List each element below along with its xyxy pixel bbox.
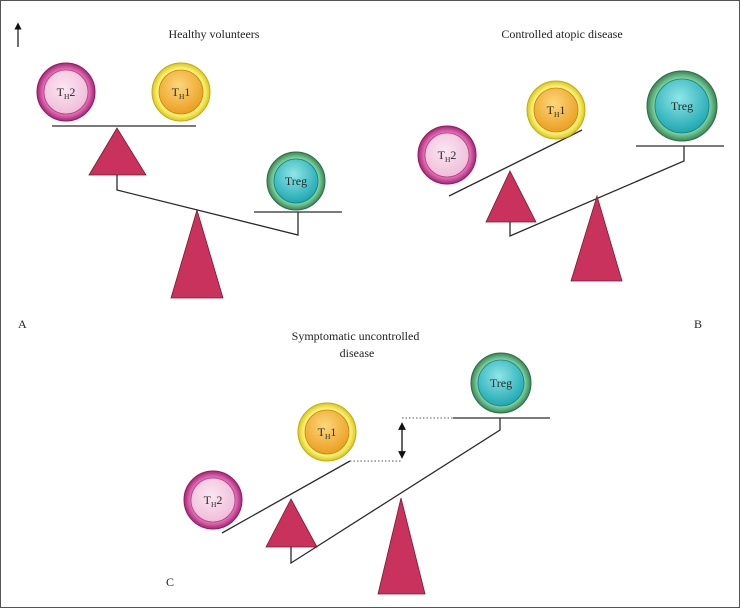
panel-a-large-fulcrum	[170, 208, 224, 299]
panel-c-upper-beam	[221, 460, 351, 534]
panel-b-title: Controlled atopic disease	[501, 27, 622, 41]
panel-b-large-fulcrum	[570, 194, 623, 282]
panel-c-letter: C	[166, 575, 174, 589]
panel-a-letter: A	[18, 317, 27, 331]
panel-c-title: Symptomatic uncontrolled disease	[292, 329, 423, 360]
panel-c-small-fulcrum	[265, 498, 318, 548]
panel-b-th1-label: TH1	[547, 103, 566, 119]
panel-c: Symptomatic uncontrolled disease C TH2 T…	[166, 329, 550, 595]
panel-b: Controlled atopic disease B TH2 TH1 Treg	[417, 27, 724, 331]
panel-c-th1-label: TH1	[318, 425, 337, 441]
panel-b-small-fulcrum	[485, 170, 537, 223]
panel-a-small-fulcrum	[88, 127, 147, 176]
panel-b-treg-label: Treg	[671, 99, 693, 113]
panel-a-th2-cell: TH2	[36, 62, 96, 122]
panel-b-letter: B	[694, 317, 702, 331]
panel-a-th2-label: TH2	[57, 85, 76, 101]
panel-c-treg-label: Treg	[490, 376, 512, 390]
panel-b-th2-label: TH2	[438, 148, 457, 164]
panel-a-treg-cell: Treg	[266, 151, 326, 211]
panel-c-th2-cell: TH2	[183, 470, 243, 530]
panel-c-th1-cell: TH1	[297, 402, 357, 462]
panel-b-treg-cell: Treg	[646, 70, 718, 142]
panel-a-title: Healthy volunteers	[169, 27, 260, 41]
panel-c-treg-cell: Treg	[470, 352, 532, 414]
panel-b-th2-cell: TH2	[417, 125, 477, 185]
panel-a-treg-label: Treg	[285, 174, 307, 188]
panel-b-th1-cell: TH1	[526, 80, 586, 140]
panel-a: Healthy volunteers A TH2 TH1 Treg	[18, 27, 342, 331]
panel-c-lower-beam	[290, 418, 501, 565]
panel-a-th1-cell: TH1	[151, 62, 211, 122]
panel-c-large-fulcrum	[377, 497, 426, 595]
panel-b-upper-beam	[448, 129, 583, 197]
panel-c-th2-label: TH2	[204, 493, 223, 509]
panel-a-th1-label: TH1	[172, 85, 191, 101]
panel-a-lower-beam	[116, 175, 299, 236]
